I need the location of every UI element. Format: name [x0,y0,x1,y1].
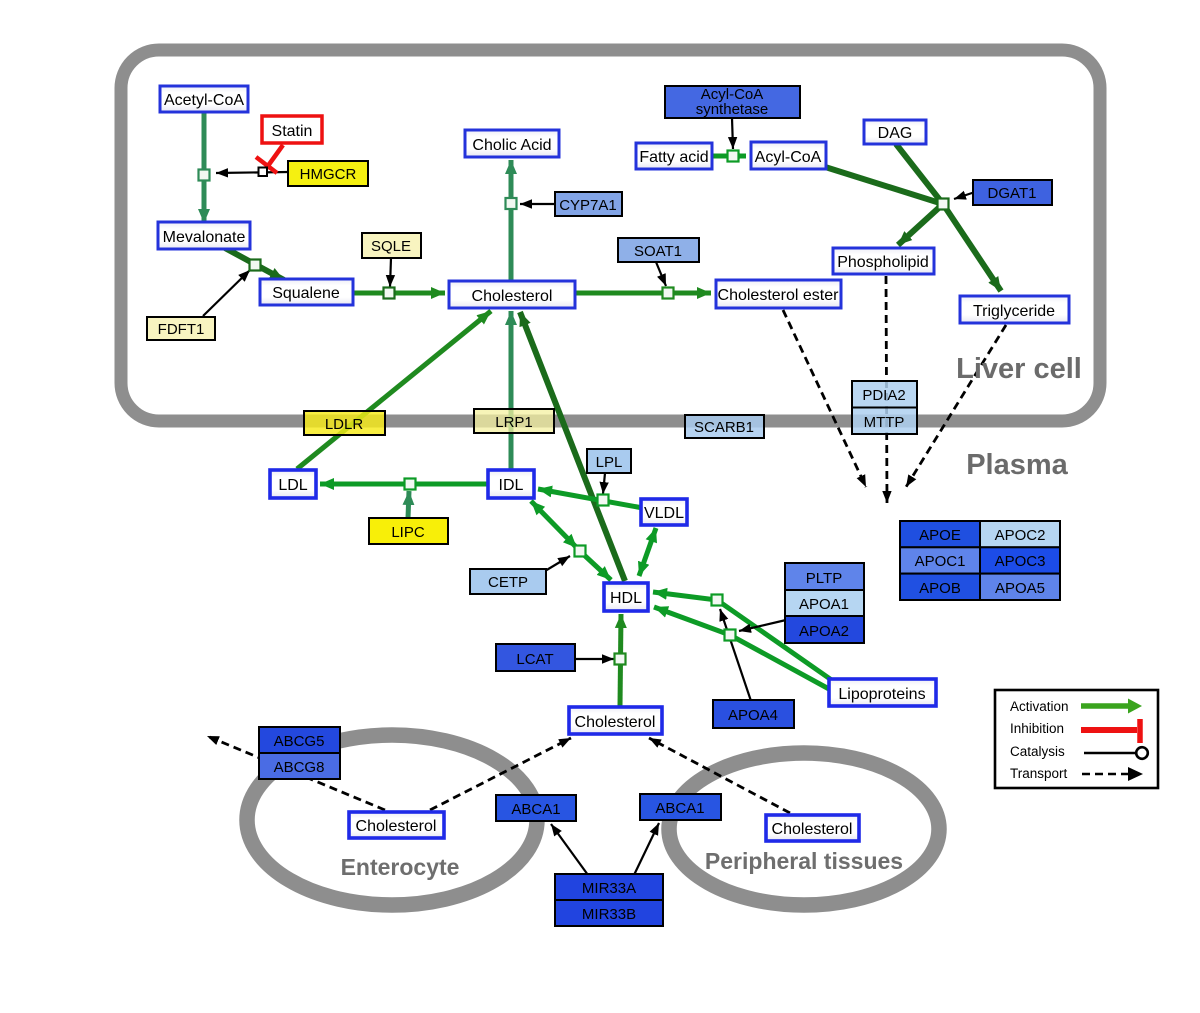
svg-text:DGAT1: DGAT1 [988,185,1037,202]
svg-text:Cholesterol: Cholesterol [356,818,437,835]
svg-text:APOE: APOE [919,527,961,544]
svg-text:Cholesterol: Cholesterol [772,821,853,838]
svg-text:Cholesterol ester: Cholesterol ester [718,287,840,304]
svg-text:APOA2: APOA2 [799,623,849,640]
svg-text:Cholesterol: Cholesterol [472,288,553,305]
svg-text:Fatty acid: Fatty acid [639,149,708,166]
svg-text:APOA5: APOA5 [995,580,1045,597]
svg-text:Acetyl-CoA: Acetyl-CoA [164,92,244,109]
svg-text:SQLE: SQLE [371,238,411,255]
svg-text:Acyl-CoA: Acyl-CoA [701,86,764,103]
svg-text:APOB: APOB [919,580,961,597]
svg-text:Acyl-CoA: Acyl-CoA [755,149,822,166]
svg-text:IDL: IDL [499,477,524,494]
svg-text:Catalysis: Catalysis [1010,744,1065,759]
svg-text:HMGCR: HMGCR [300,166,357,183]
svg-text:CYP7A1: CYP7A1 [559,197,617,214]
svg-text:Plasma: Plasma [966,449,1068,481]
svg-text:APOC1: APOC1 [915,553,966,570]
svg-text:MIR33B: MIR33B [582,906,636,923]
svg-text:ABCA1: ABCA1 [511,801,560,818]
svg-text:Transport: Transport [1010,766,1068,781]
svg-text:APOC2: APOC2 [995,527,1046,544]
svg-text:SOAT1: SOAT1 [634,243,682,260]
svg-text:APOA4: APOA4 [728,707,778,724]
svg-text:APOA1: APOA1 [799,596,849,613]
svg-text:Enterocyte: Enterocyte [341,854,460,880]
svg-text:LIPC: LIPC [391,524,425,541]
svg-text:Cholic Acid: Cholic Acid [472,137,551,154]
svg-text:Liver cell: Liver cell [956,353,1082,385]
svg-text:Triglyceride: Triglyceride [973,303,1055,320]
svg-text:Mevalonate: Mevalonate [163,229,246,246]
svg-text:Peripheral tissues: Peripheral tissues [705,848,903,874]
svg-text:LRP1: LRP1 [495,414,533,431]
svg-text:MTTP: MTTP [864,414,905,431]
svg-text:PLTP: PLTP [806,570,842,587]
svg-text:Cholesterol: Cholesterol [575,714,656,731]
svg-text:HDL: HDL [610,590,642,607]
svg-text:synthetase: synthetase [696,101,769,118]
svg-text:SCARB1: SCARB1 [694,419,754,436]
svg-text:Activation: Activation [1010,699,1069,714]
svg-text:Statin: Statin [272,123,313,140]
svg-text:APOC3: APOC3 [995,553,1046,570]
svg-text:Phospholipid: Phospholipid [837,254,929,271]
svg-text:VLDL: VLDL [644,505,684,522]
svg-text:MIR33A: MIR33A [582,880,636,897]
svg-text:LPL: LPL [596,454,623,471]
svg-text:Inhibition: Inhibition [1010,721,1064,736]
svg-text:ABCG5: ABCG5 [274,733,325,750]
svg-text:Squalene: Squalene [272,285,340,302]
svg-text:CETP: CETP [488,574,528,591]
svg-text:FDFT1: FDFT1 [158,321,205,338]
svg-text:LCAT: LCAT [516,651,553,668]
svg-text:LDLR: LDLR [325,416,364,433]
svg-text:PDIA2: PDIA2 [862,387,905,404]
svg-text:ABCA1: ABCA1 [655,800,704,817]
svg-text:Lipoproteins: Lipoproteins [838,686,925,703]
svg-text:DAG: DAG [878,125,913,142]
svg-text:ABCG8: ABCG8 [274,759,325,776]
svg-text:LDL: LDL [278,477,307,494]
